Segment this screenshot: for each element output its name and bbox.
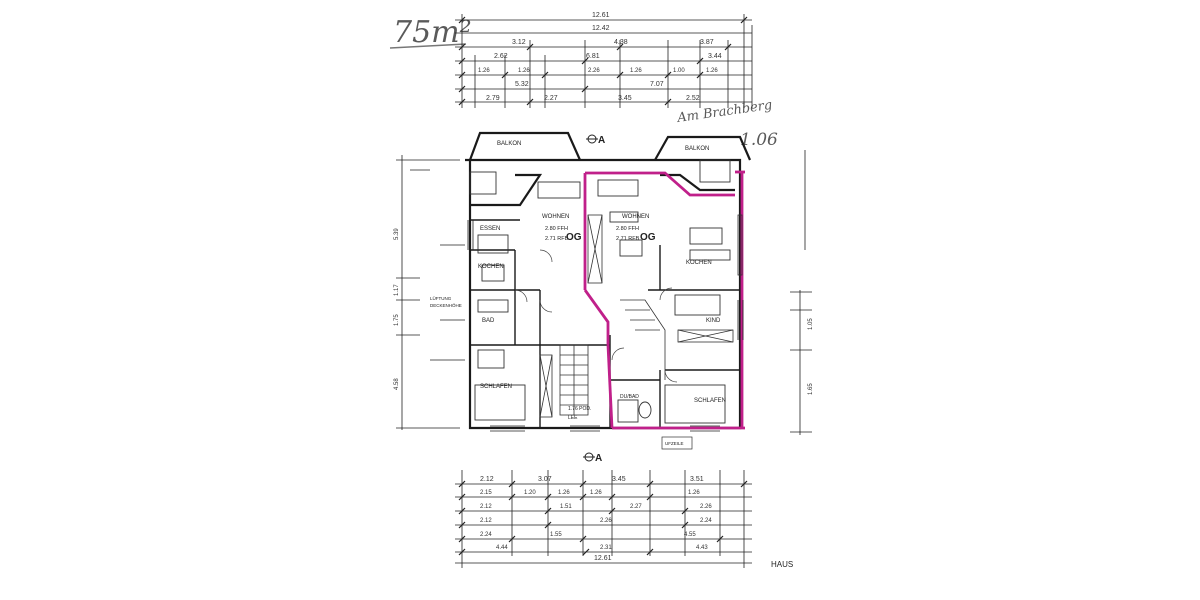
note-box [661, 436, 693, 450]
dim-bot-r5-a: 2.24 [480, 532, 492, 538]
room-kochen-right: KOCHEN [686, 260, 712, 266]
dim-bot-r6-b: 2.31 [600, 545, 612, 551]
note-left-1: LÜFTUNG [430, 295, 452, 301]
corner-label: HAUS [771, 560, 793, 569]
dim-bot-r4-a: 2.12 [480, 518, 492, 524]
dim-top-r4-b: 7.07 [650, 81, 664, 88]
interior-walls [470, 219, 740, 428]
dim-bot-r2-a: 2.15 [480, 490, 492, 496]
dim-bot-r5-c: 4.55 [684, 532, 696, 538]
dim-right-2: 1.65 [808, 383, 814, 395]
dim-bot-r4-b: 2.26 [600, 518, 612, 524]
handwritten-number: 1.06 [740, 130, 778, 150]
dim-bot-r6-a: 4.44 [496, 545, 508, 551]
dim-bot-r6-c: 4.43 [696, 545, 708, 551]
top-dimension-ticks [458, 16, 748, 106]
section-marker-bottom: A [583, 452, 602, 464]
dim-bot-r1-b: 3.07 [538, 476, 552, 483]
room-balkon-right: BALKON [685, 146, 709, 152]
dim-bot-r3-a: 2.12 [480, 504, 492, 510]
section-label-bottom: A [595, 453, 602, 464]
left-margin-marks [410, 169, 465, 361]
bottom-dimension-ticks [458, 480, 748, 556]
building-walls [465, 131, 752, 430]
dim-bot-r3-c: 2.27 [630, 504, 642, 510]
dim-top-total-2: 12.42 [592, 25, 610, 32]
dim-bot-r2-e: 1.26 [688, 490, 700, 496]
area-underline [389, 43, 467, 49]
dim-top-r2-b: 6.81 [586, 53, 600, 60]
left-dimension-chain [396, 155, 460, 430]
dim-bot-r2-d: 1.26 [590, 490, 602, 496]
dim-top-r3-a: 1.26 [478, 68, 490, 74]
furniture [469, 159, 731, 424]
room-wohnen-right: WOHNEN [622, 214, 649, 220]
dim-top-r3-d: 1.26 [630, 68, 642, 74]
room-schlafen-right: SCHLAFEN [694, 398, 726, 404]
wardrobe-boxes [539, 214, 743, 418]
door-swings [514, 249, 678, 383]
note-box-text: UFZEILE [665, 441, 684, 446]
dim-top-r1-a: 3.12 [512, 39, 526, 46]
dim-left-2: 1.17 [394, 284, 400, 296]
note-stair-2: LEE [568, 415, 578, 421]
dim-top-r2-c: 3.44 [708, 53, 722, 60]
dim-left-3: 1.75 [394, 314, 400, 326]
room-balkon-left: BALKON [497, 141, 521, 147]
dim-top-r3-e: 1.00 [673, 68, 685, 74]
room-wohnen-left: WOHNEN [542, 214, 569, 220]
dim-bot-r2-b: 1.20 [524, 490, 536, 496]
dim-top-total: 12.61 [592, 12, 610, 19]
dim-bot-r4-c: 2.24 [700, 518, 712, 524]
dim-top-r3-b: 1.26 [518, 68, 530, 74]
dim-right-1: 1.05 [808, 318, 814, 330]
room-schlafen-left: SCHLAFEN [480, 384, 512, 390]
dim-top-r5-a: 2.79 [486, 95, 500, 102]
note-stair-1: 1.76 POD. [568, 406, 591, 412]
dim-bot-r2-c: 1.26 [558, 490, 570, 496]
dim-top-r1-b: 4.38 [614, 39, 628, 46]
bottom-dimension-chain [455, 470, 752, 568]
dim-top-r5-c: 3.45 [618, 95, 632, 102]
height-left-ffh: 2.80 FFH [545, 226, 568, 232]
dim-top-r5-b: 2.27 [544, 95, 558, 102]
height-right-ffh: 2.80 FFH [616, 226, 639, 232]
dim-bot-r1-d: 3.51 [690, 476, 704, 483]
room-bad: BAD [482, 318, 495, 324]
dim-left-1: 5.39 [394, 228, 400, 240]
room-dusche: DU/BAD [620, 394, 639, 400]
section-label-top: A [598, 135, 605, 146]
room-essen: ESSEN [480, 226, 500, 232]
dim-top-r3-f: 1.26 [706, 68, 718, 74]
height-right-rfh: 2.71 RFB [616, 236, 640, 242]
dim-left-4: 4.58 [394, 378, 400, 390]
dim-top-r4-a: 5.32 [515, 81, 529, 88]
dim-bot-r1-a: 2.12 [480, 476, 494, 483]
right-dimension-chain [790, 150, 812, 435]
dim-bottom-total: 12.61 [594, 555, 612, 562]
level-right: OG [640, 232, 656, 243]
dim-bot-r3-b: 1.51 [560, 504, 572, 510]
note-left-2: DECKENHÖHE [430, 302, 462, 308]
dim-top-r2-a: 2.62 [494, 53, 508, 60]
room-kochen-left: KOCHEN [478, 264, 504, 270]
level-left: OG [566, 232, 582, 243]
windows [467, 220, 744, 432]
dim-top-r1-c: 3.87 [700, 39, 714, 46]
dim-top-r5-d: 2.52 [686, 95, 700, 102]
height-left-rfh: 2.71 RFB [545, 236, 569, 242]
dim-bot-r5-b: 1.55 [550, 532, 562, 538]
staircase [559, 299, 666, 416]
dim-top-r3-c: 2.26 [588, 68, 600, 74]
room-kind: KIND [706, 318, 721, 324]
dim-bot-r1-c: 3.45 [612, 476, 626, 483]
section-marker-top: A [586, 134, 605, 146]
dim-bot-r3-d: 2.26 [700, 504, 712, 510]
